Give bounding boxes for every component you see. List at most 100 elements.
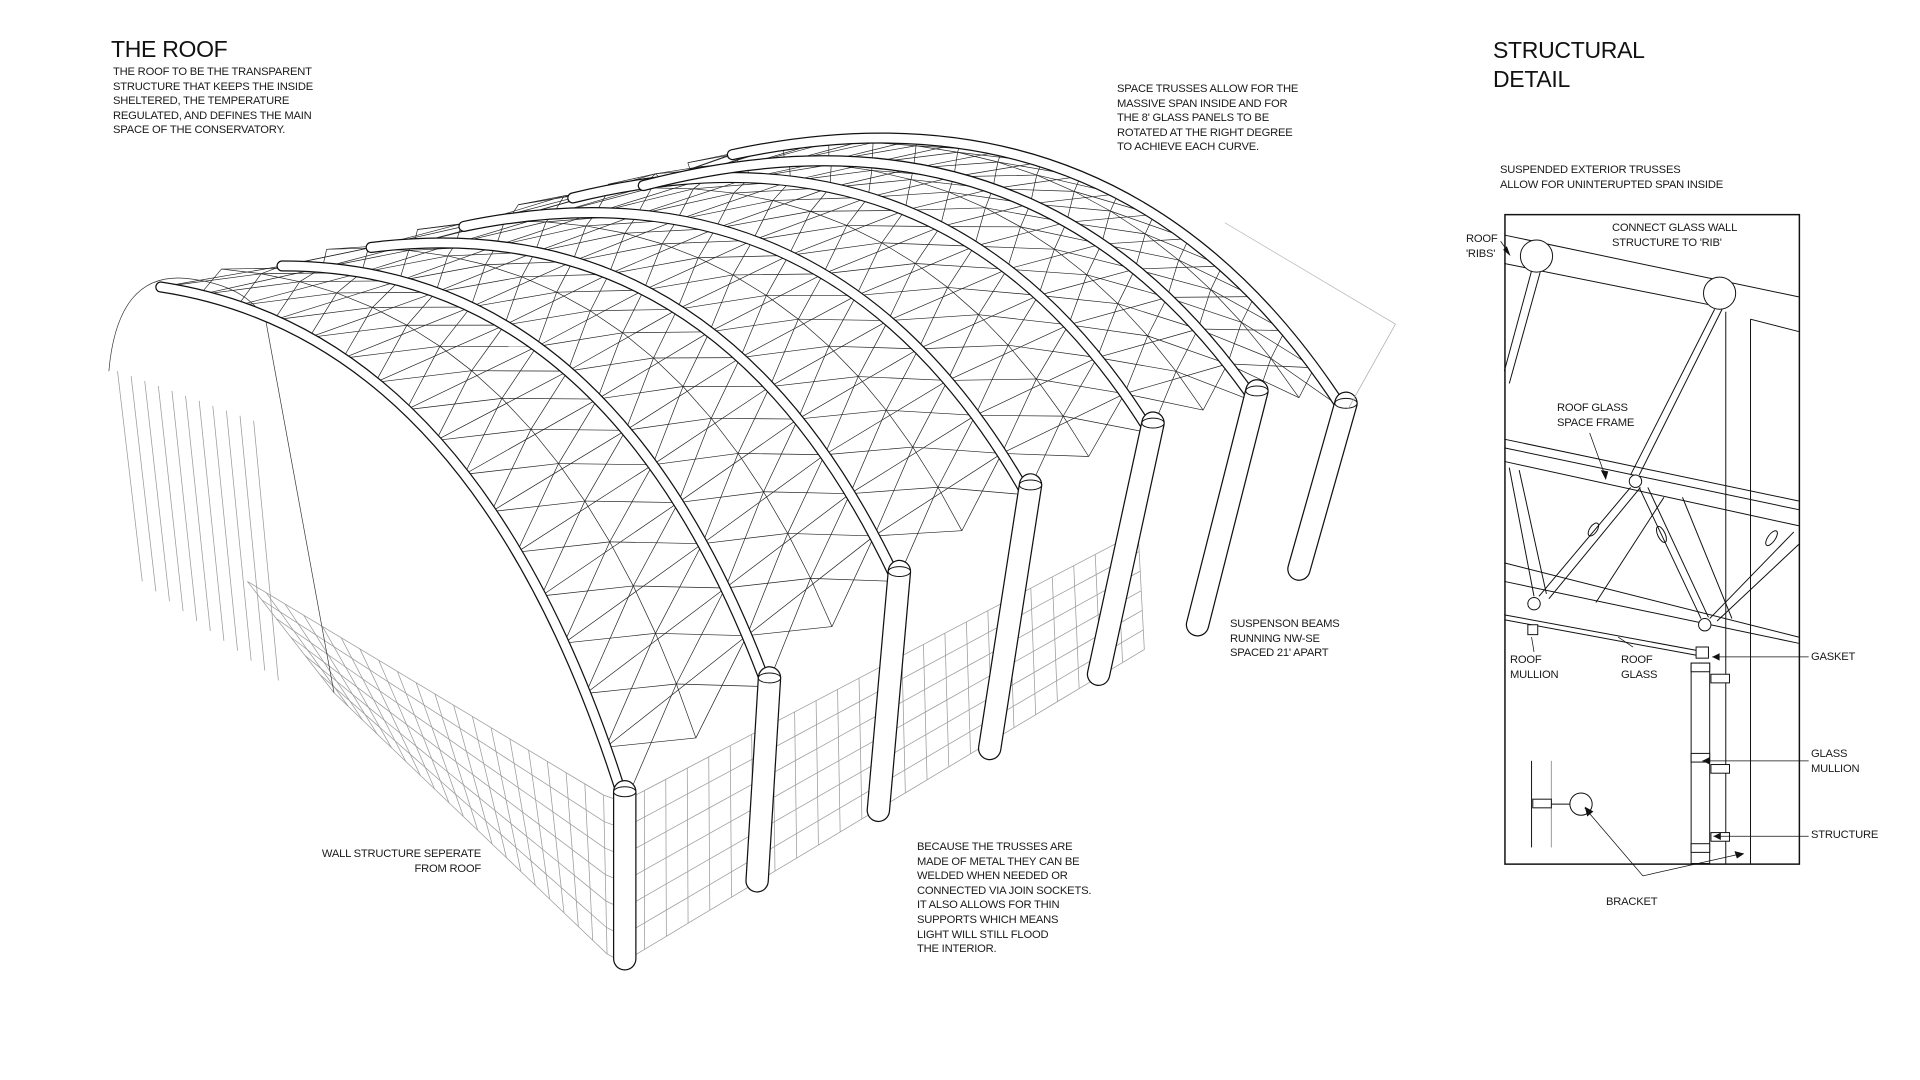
truss-member (470, 264, 486, 308)
truss-member (464, 398, 503, 475)
truss-member (746, 533, 789, 636)
truss-member (1020, 226, 1055, 250)
truss-member (732, 240, 754, 276)
truss-member (732, 274, 767, 296)
truss-member (1144, 233, 1179, 261)
truss-member (997, 161, 1037, 176)
truss-member (584, 500, 611, 543)
truss-member (746, 535, 875, 636)
truss-member (1117, 303, 1148, 337)
truss-member (572, 219, 678, 262)
truss-member (1068, 324, 1148, 337)
truss-member (1227, 322, 1242, 364)
truss-member (609, 541, 703, 544)
truss-member (1097, 328, 1199, 358)
truss-member (237, 273, 262, 306)
truss-member (342, 306, 471, 359)
truss-member (609, 464, 653, 543)
truss-member (655, 632, 747, 637)
truss-member (810, 209, 905, 212)
truss-member (607, 173, 656, 185)
truss-member (590, 310, 623, 334)
truss-member (501, 398, 598, 400)
truss-member (1166, 260, 1179, 298)
column-cap (613, 786, 637, 798)
truss-member (737, 386, 771, 454)
structural-detail-drawing (1500, 213, 1809, 877)
truss-member (961, 453, 1003, 531)
truss-member (485, 264, 522, 278)
truss-member (740, 295, 767, 358)
truss-member (342, 307, 373, 359)
truss-member (643, 240, 753, 291)
truss-member (491, 429, 532, 512)
truss-member (590, 308, 678, 312)
truss-member (1038, 249, 1055, 296)
truss-member (857, 376, 887, 411)
truss-member (501, 398, 532, 430)
truss-member (797, 346, 830, 420)
truss-member (1036, 174, 1075, 192)
truss-member (1124, 335, 1148, 394)
label-structure: STRUCTURE (1811, 829, 1879, 841)
truss-member (1117, 268, 1136, 304)
truss-member (237, 292, 337, 306)
truss-member (558, 463, 586, 502)
truss-member (725, 491, 764, 589)
column-fill (1288, 392, 1357, 580)
column-cap (757, 672, 782, 684)
truss-member (915, 263, 1008, 270)
truss-member (540, 500, 586, 597)
wall-transom (276, 570, 1141, 856)
truss-member (585, 585, 634, 694)
end-gable-arch (108, 277, 335, 693)
truss-member (1270, 358, 1300, 398)
truss-member (652, 386, 684, 465)
column-fill (746, 667, 780, 892)
truss-member (652, 386, 771, 466)
truss-member (516, 464, 653, 553)
truss-member (824, 380, 948, 456)
truss-member (1202, 363, 1228, 411)
label-bracket: BRACKET (1606, 896, 1658, 908)
truss-member (597, 331, 710, 400)
truss-member (912, 380, 948, 448)
truss-member (1036, 324, 1069, 380)
truss-member (978, 268, 1008, 315)
wall-transom (247, 531, 1139, 803)
truss-member (435, 370, 568, 441)
truss-member (608, 228, 716, 275)
truss-member (1124, 363, 1228, 394)
column-cap (1018, 479, 1043, 491)
truss-member (160, 265, 283, 288)
truss-member (1030, 193, 1119, 205)
truss-member (711, 417, 798, 420)
truss-member (1147, 335, 1177, 372)
truss-member (1036, 378, 1064, 417)
truss-member (763, 491, 789, 534)
truss-member (274, 307, 373, 321)
truss-member (199, 281, 300, 296)
wall-transom (261, 551, 1140, 830)
truss-member (651, 187, 694, 190)
gable-mullion (171, 390, 198, 622)
truss-member (1006, 226, 1021, 270)
truss-member (504, 273, 610, 326)
truss-member (491, 500, 585, 512)
truss-member (536, 289, 644, 347)
truss-member (797, 348, 919, 420)
truss-member (798, 318, 830, 347)
truss-member (541, 502, 679, 597)
truss-member (545, 221, 587, 227)
truss-member (828, 295, 857, 347)
truss-member (772, 200, 811, 212)
rib-outline (276, 260, 773, 693)
truss-member (199, 267, 323, 296)
truss-member (406, 292, 437, 326)
truss-member (1074, 191, 1111, 212)
truss-member (769, 320, 889, 387)
